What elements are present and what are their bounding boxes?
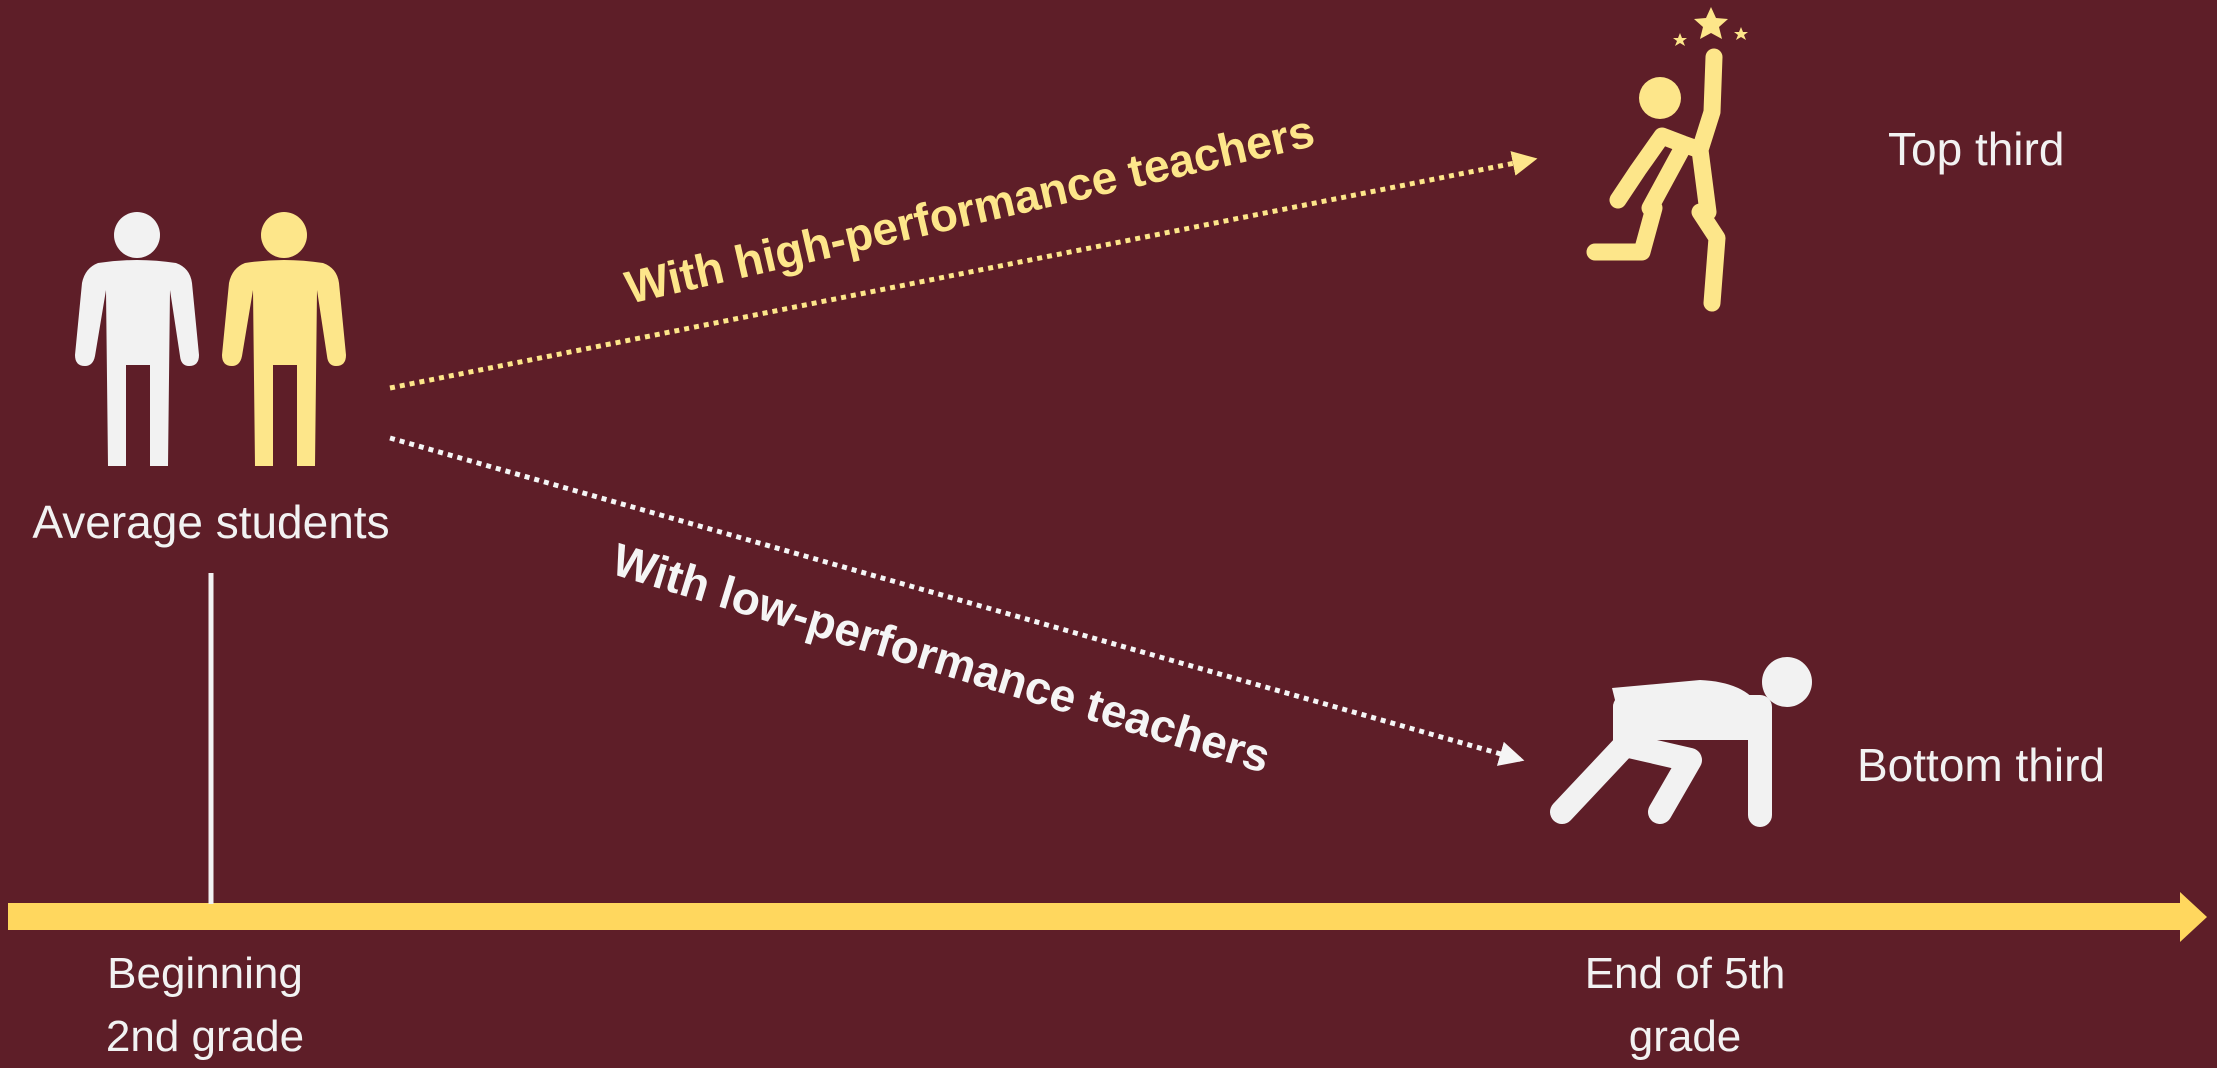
person-reaching-stars-icon (1586, 7, 1748, 312)
person-standing-icon (75, 212, 199, 466)
person-standing-icon (222, 212, 346, 466)
high-performance-path (389, 151, 1538, 391)
timeline-start-line2: 2nd grade (105, 1012, 305, 1061)
timeline-arrow (8, 892, 2207, 942)
timeline-end-line2: grade (1628, 1012, 1742, 1061)
low-performance-path (389, 435, 1525, 766)
timeline-start-line1: Beginning (107, 949, 303, 998)
bottom-third-label: Bottom third (1857, 739, 2105, 791)
timeline-start-label: Beginning 2nd grade (60, 942, 350, 1068)
timeline-end-label: End of 5th grade (1540, 942, 1830, 1068)
timeline-end-line1: End of 5th (1584, 949, 1786, 998)
person-crouching-icon (1550, 657, 1812, 827)
top-third-label: Top third (1888, 123, 2065, 175)
average-students-label: Average students (32, 496, 390, 548)
